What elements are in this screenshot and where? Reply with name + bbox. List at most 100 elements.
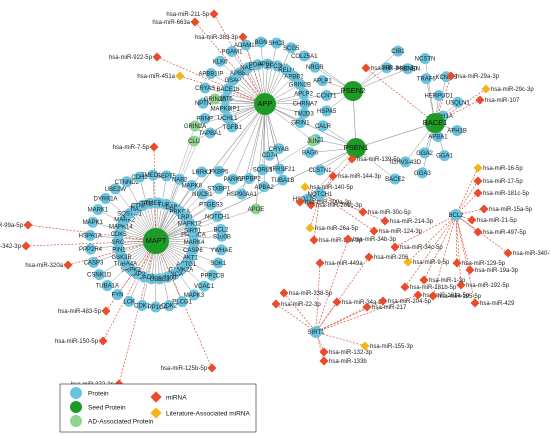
ppi-edge: [264, 90, 354, 105]
protein-node-fyn-circle: [111, 289, 123, 301]
mirna-node-hsa-mir-99a-5p: hsa-miR-99a-5p: [0, 220, 33, 230]
protein-node-lrrk2-circle: [196, 166, 208, 178]
protein-node-trem2: TREM2: [140, 197, 161, 209]
protein-node-nptn-label: NPTN: [195, 101, 211, 107]
protein-node-klk6: KLK6: [213, 55, 228, 67]
mirna-node-hsa-mir-29c-3p: hsa-miR-29c-3p: [481, 84, 534, 94]
protein-node-dyrk1a: DYRK1A: [94, 192, 118, 204]
ppi-edge: [155, 125, 196, 242]
protein-node-nucb1: NUCB1: [192, 188, 213, 200]
protein-node-cib1: CIB1: [391, 45, 405, 57]
protein-node-prkca-label: PRKCA: [169, 209, 190, 215]
protein-node-tm2d3: TM2D3: [294, 107, 314, 119]
protein-node-apbb1-circle: [261, 58, 273, 70]
mirna-diamond: [21, 241, 31, 251]
protein-node-ctnnb1-label: CTNNB1: [131, 203, 156, 209]
protein-node-kcnip3-label: KCNIP3: [435, 75, 457, 81]
protein-node-cd74: CD74: [262, 149, 278, 161]
mirna-label: hsa-miR-9-5p: [413, 260, 450, 266]
mirna-edge: [404, 214, 457, 288]
protein-node-fkbp5: FKBP5: [209, 165, 229, 177]
protein-node-lck-label: LCK: [123, 299, 135, 305]
protein-node-col25a1: COL25A1: [291, 50, 318, 62]
mirna-diamond: [190, 17, 200, 27]
protein-node-reln-label: RELN: [278, 68, 294, 74]
protein-node-tapba1-label: TAPBA1: [199, 131, 222, 137]
mirna-diamond: [390, 242, 400, 252]
protein-node-shc3-label: SHC3: [269, 41, 286, 47]
protein-node-grin1-circle: [294, 117, 306, 129]
protein-node-plcg1-circle: [176, 296, 188, 308]
ad-protein-node-grin2a-label: GRIN2A: [184, 124, 206, 130]
ppi-edge: [352, 50, 399, 92]
protein-node-appbp2-circle: [243, 173, 255, 185]
mirna-label: hsa-miR-200a-3p: [305, 200, 352, 206]
mirna-label: hsa-miR-338-5p: [289, 291, 333, 297]
mirna-edge: [455, 214, 476, 304]
mirna-label: hsa-miR-429: [480, 301, 515, 307]
protein-node-tapba1: TAPBA1: [199, 127, 222, 139]
protein-node-hsp90aa1-circle: [236, 188, 248, 200]
protein-node-mapk1: MAPK1: [83, 216, 104, 228]
mirna-edge: [315, 331, 366, 347]
protein-node-gga1: GGA1: [436, 150, 453, 162]
protein-node-ptges3-circle: [205, 198, 217, 210]
protein-node-calr-label: CALR: [315, 124, 332, 130]
legend: Protein Seed Protein AD-Associated Prote…: [59, 383, 257, 433]
protein-node-clstn1-circle: [314, 164, 326, 176]
mirna-label: hsa-miR-181c-5p: [483, 191, 530, 197]
protein-node-tm2d3-circle: [298, 107, 310, 119]
protein-node-mark2-label: MARK2: [114, 218, 135, 224]
protein-node-tubb3-circle: [154, 273, 166, 285]
protein-node-gga2: GGA2: [416, 147, 434, 159]
protein-node-aplp2-circle: [298, 88, 310, 100]
protein-node-ube2w-label: UBE2W: [105, 187, 127, 193]
mirna-diamond: [175, 71, 185, 81]
mirna-diamond: [473, 163, 483, 173]
ppi-edge: [155, 140, 314, 242]
protein-node-tapba1-circle: [204, 127, 216, 139]
mirna-edge: [319, 193, 364, 213]
mirna-node-hsa-mir-211-5p: hsa-miR-211-5p: [166, 9, 219, 19]
seed-node-app: APP: [254, 93, 276, 115]
protein-node-tuba1a: TUBA1A: [96, 280, 119, 292]
mirna-node-hsa-mir-140-5p: hsa-miR-140-5p: [300, 182, 354, 192]
mirna-edge: [275, 303, 317, 333]
protein-node-apbb1-label: APBB1: [258, 62, 278, 68]
protein-node-col25a1-label: COL25A1: [291, 54, 318, 60]
mirna-label: hsa-miR-26a-5p: [315, 226, 359, 232]
protein-node-mapk3-label: MAPK3: [184, 293, 205, 299]
protein-node-mark1-label: MARK1: [88, 208, 109, 214]
protein-node-calr: CALR: [315, 120, 332, 132]
protein-node-cd74-circle: [264, 149, 276, 161]
protein-node-mapk8-circle: [186, 180, 198, 192]
protein-node-zfc3h1-label: ZFC3H1: [266, 64, 289, 70]
mirna-edge: [315, 238, 349, 333]
protein-node-aph1b-circle: [451, 124, 463, 136]
protein-node-bace2-label: BACE2: [385, 177, 405, 183]
seed-node-psen1: PSEN1: [344, 138, 368, 158]
mirna-diamond: [473, 176, 483, 186]
mirna-edge: [153, 146, 157, 242]
mirna-diamond: [481, 84, 491, 94]
protein-node-adam10: ADAM10: [234, 39, 259, 51]
mirna-node-hsa-mir-17-5p: hsa-miR-17-5p: [473, 176, 523, 186]
mirna-node-hsa-mir-451a: hsa-miR-451a: [137, 71, 185, 81]
mirna-edge: [394, 214, 457, 248]
protein-node-tuba4a-label: TUBA4A: [114, 262, 137, 268]
mirna-node-hsa-mir-129-5p: hsa-miR-129-5p: [452, 258, 506, 268]
protein-node-notch1-circle: [314, 188, 326, 200]
mirna-diamond: [149, 142, 159, 152]
protein-node-kat5: KAT5: [218, 93, 233, 105]
mirna-edge: [304, 186, 321, 195]
protein-node-cdk2-label: CDK2: [161, 304, 178, 310]
protein-node-reln: RELN: [278, 64, 294, 76]
protein-node-camk2a-label: CAMK2A: [169, 268, 194, 274]
mirna-node-hsa-mir-1-3p: hsa-miR-1-3p: [419, 275, 466, 285]
mirna-label: hsa-miR-181b-5p: [410, 285, 457, 291]
mirna-label: hsa-miR-192-5p: [466, 283, 510, 289]
protein-node-hspa1a-circle: [84, 230, 96, 242]
protein-node-scg5-label: SCG5: [283, 46, 300, 52]
protein-node-cdk1: CDK1: [134, 300, 151, 312]
